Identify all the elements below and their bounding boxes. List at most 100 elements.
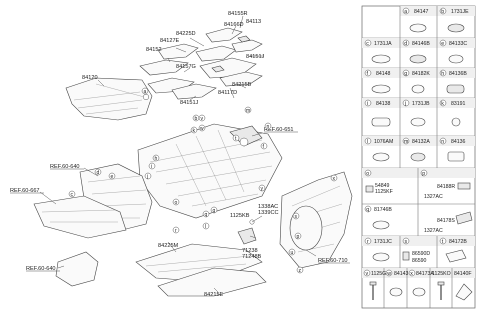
ref-60-710: REF.60-710	[318, 258, 348, 264]
svg-text:n: n	[267, 124, 270, 130]
svg-text:c: c	[366, 41, 369, 47]
svg-text:k: k	[441, 101, 444, 107]
ref-60-640-upper: REF.60-640	[50, 164, 80, 170]
label-84157G: 84157G	[176, 64, 196, 70]
parts-table: a 84147 b 1731JE c 1731JA d 84146B e 841…	[361, 5, 476, 309]
svg-text:s: s	[295, 214, 298, 220]
svg-text:e: e	[111, 174, 114, 180]
cowl-panel	[33, 163, 153, 287]
leader-lines	[39, 15, 317, 293]
dash-panel	[65, 77, 153, 121]
label-1125KB: 1125KB	[230, 213, 250, 219]
callout-s: s	[292, 212, 300, 220]
table-cell-m: m 84132A	[402, 137, 430, 162]
svg-text:i: i	[151, 164, 152, 170]
callout-q: q	[202, 210, 210, 218]
svg-text:w: w	[200, 126, 204, 132]
svg-text:1125KO: 1125KO	[432, 271, 451, 277]
svg-text:q: q	[366, 207, 369, 213]
table-cell-r: r 1731JC	[364, 237, 392, 262]
table-cell-g: g 84182K	[402, 69, 430, 94]
callout-f: f	[260, 142, 268, 150]
svg-text:p: p	[422, 171, 425, 177]
callout-b: b	[192, 114, 200, 122]
label-1339CC: 1339CC	[258, 210, 279, 216]
table-cell-c: c 1731JA	[364, 39, 392, 64]
table-cell-y: 1125KO	[432, 271, 451, 300]
svg-text:a: a	[404, 9, 407, 15]
svg-text:84136: 84136	[451, 139, 466, 145]
svg-text:i: i	[367, 101, 368, 107]
table-cell-v: v 1125GE	[363, 269, 390, 300]
svg-text:b: b	[195, 116, 198, 122]
svg-text:1731JA: 1731JA	[374, 41, 392, 47]
svg-text:84143: 84143	[394, 271, 409, 277]
svg-text:84172B: 84172B	[449, 239, 467, 245]
svg-text:1076AM: 1076AM	[374, 139, 393, 145]
svg-text:84173A: 84173A	[416, 271, 434, 277]
table-cell-z: 84140F	[454, 271, 473, 301]
table-cell-l: l 1076AM	[364, 137, 393, 162]
callout-t: t	[232, 134, 240, 142]
svg-text:84182K: 84182K	[412, 71, 430, 77]
callout-c: c	[68, 190, 76, 198]
svg-text:o: o	[366, 171, 369, 177]
ref-60-667: REF.60-667	[10, 188, 40, 194]
svg-text:1125GE: 1125GE	[371, 271, 390, 277]
svg-text:84146B: 84146B	[412, 41, 430, 47]
svg-text:r: r	[175, 228, 177, 234]
callout-r: r	[172, 226, 180, 234]
callout-m: m	[244, 106, 252, 114]
svg-text:v: v	[366, 271, 369, 277]
svg-text:83191: 83191	[451, 101, 466, 107]
label-84151J-lower: 84151J	[180, 100, 199, 106]
pad-group-top	[139, 27, 263, 100]
callout-d: d	[94, 168, 102, 176]
table-cell-j: j 1731JB	[402, 99, 430, 127]
svg-text:t: t	[442, 239, 444, 245]
table-cell-o: o 54849 1125KF	[364, 169, 393, 195]
label-71238: 71238	[242, 248, 258, 254]
table-cell-b: b 1731JE	[439, 7, 469, 33]
table-cell-q: q 81746B	[364, 205, 392, 230]
table-cell-84178S: 84178S 1327AC	[424, 211, 473, 234]
table-cell-p: p 84188R 1327AC	[420, 169, 471, 200]
table-cell-t: t 84172B	[439, 237, 467, 263]
svg-text:c: c	[71, 192, 74, 198]
callout-v: v	[198, 114, 206, 122]
callout-n: n	[264, 122, 272, 130]
svg-text:x: x	[333, 176, 336, 182]
table-cell-d: d 84146B	[402, 39, 430, 64]
svg-text:j: j	[404, 101, 406, 107]
callout-u: u	[288, 248, 296, 256]
svg-text:1327AC: 1327AC	[424, 194, 443, 200]
label-84120: 84120	[82, 75, 98, 81]
svg-text:f: f	[367, 71, 369, 77]
label-84215E: 84215E	[204, 292, 224, 298]
callout-a: a	[141, 87, 149, 95]
svg-text:g: g	[404, 71, 407, 77]
table-cell-i: i 84138	[364, 99, 391, 127]
svg-text:x: x	[410, 271, 413, 277]
svg-text:h: h	[155, 156, 158, 162]
svg-text:84140F: 84140F	[454, 271, 472, 277]
callout-p: p	[294, 232, 302, 240]
svg-text:84178S: 84178S	[437, 218, 455, 224]
table-cell-x: x 84173A	[408, 269, 434, 297]
svg-text:o: o	[175, 200, 178, 206]
svg-text:86590D: 86590D	[412, 251, 430, 257]
lower-floor-pads	[135, 243, 267, 297]
table-cell-a: a 84147	[402, 7, 429, 33]
svg-text:1731JE: 1731JE	[451, 9, 469, 15]
callout-y: y	[258, 184, 266, 192]
table-cell-h: h 84136B	[439, 69, 467, 94]
callout-k: k	[190, 126, 198, 134]
svg-text:m: m	[246, 108, 250, 114]
bracket	[237, 219, 257, 245]
ref-60-651: REF.60-651	[264, 127, 294, 133]
svg-text:q: q	[205, 212, 208, 218]
svg-text:1327AC: 1327AC	[424, 228, 443, 234]
svg-text:84132A: 84132A	[412, 139, 430, 145]
callout-circles: a b c d e f g h i j k l m n o p q r s t …	[68, 87, 338, 274]
